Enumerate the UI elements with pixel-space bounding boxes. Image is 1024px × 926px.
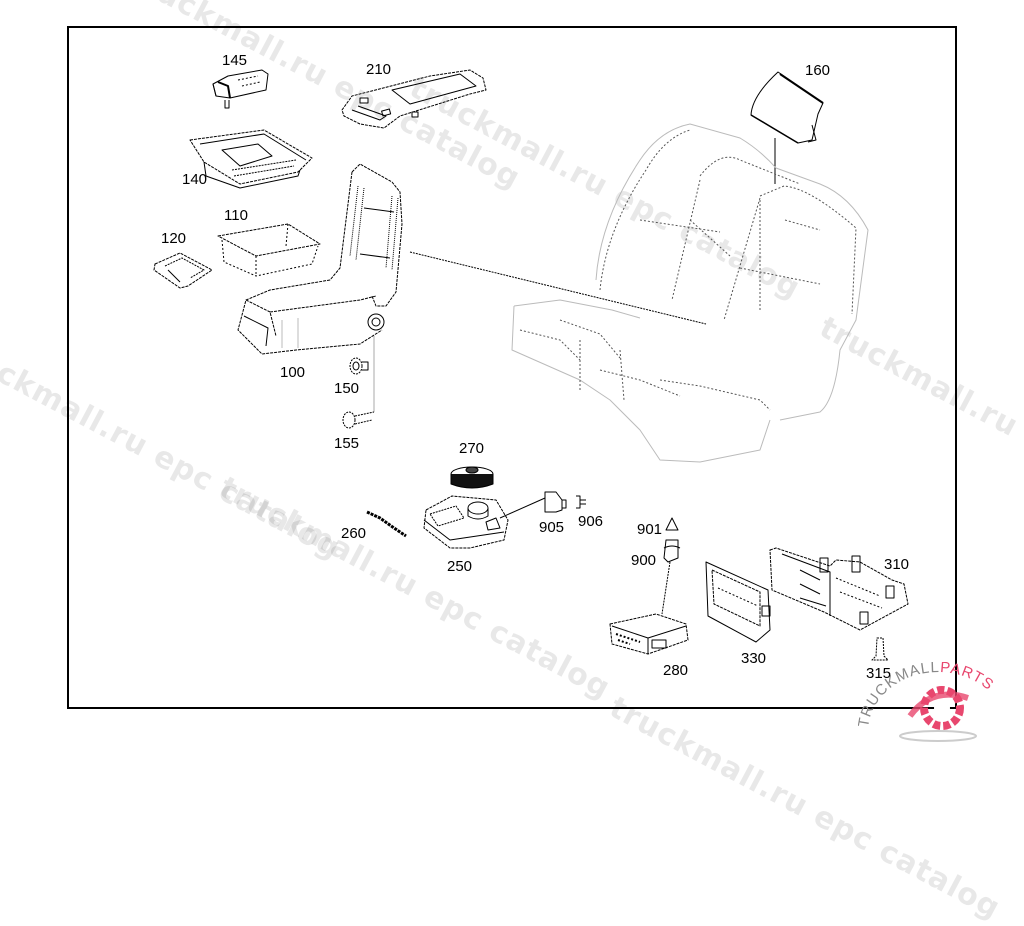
callout-250[interactable]: 250 <box>447 558 473 575</box>
part-310-bracket[interactable] <box>769 547 909 631</box>
part-260-trim-strip[interactable] <box>366 510 407 538</box>
part-160-headrest[interactable] <box>750 71 824 184</box>
part-280-module[interactable] <box>609 613 689 655</box>
part-900-connector[interactable] <box>661 539 681 615</box>
part-250-control-panel[interactable] <box>423 495 546 549</box>
part-150-bushing[interactable] <box>349 357 369 375</box>
part-110-compartment[interactable] <box>217 223 321 277</box>
callout-100[interactable]: 100 <box>280 364 306 381</box>
logo-text-accent: PARTS <box>940 662 998 694</box>
callout-260[interactable]: 260 <box>341 525 367 542</box>
callout-120[interactable]: 120 <box>161 230 187 247</box>
callout-310[interactable]: 310 <box>884 556 910 573</box>
callout-905[interactable]: 905 <box>539 519 565 536</box>
part-330-frame[interactable] <box>705 561 771 643</box>
callout-145[interactable]: 145 <box>222 52 248 69</box>
callout-160[interactable]: 160 <box>805 62 831 79</box>
callout-270[interactable]: 270 <box>459 440 485 457</box>
parts-drawing <box>153 69 909 661</box>
part-270-knob[interactable] <box>450 466 494 489</box>
callout-280[interactable]: 280 <box>663 662 689 679</box>
part-210-cover-plate[interactable] <box>341 69 487 129</box>
callout-110[interactable]: 110 <box>224 207 248 224</box>
part-145-control-unit[interactable] <box>212 69 269 109</box>
gear-icon <box>907 686 969 730</box>
part-155-bolt[interactable] <box>342 411 375 429</box>
callout-140[interactable]: 140 <box>182 171 208 188</box>
part-140-tray[interactable] <box>189 129 313 189</box>
callout-155[interactable]: 155 <box>334 435 360 452</box>
diagram-frame <box>67 26 957 709</box>
rear-bench-seat[interactable] <box>511 123 869 463</box>
part-120-handle[interactable] <box>153 252 213 289</box>
callout-900[interactable]: 900 <box>631 552 657 569</box>
truckmall-parts-logo: TRUCKMALLPARTS <box>858 662 998 742</box>
callout-315[interactable]: 315 <box>866 665 892 682</box>
part-901-contact[interactable] <box>665 517 679 531</box>
callout-906[interactable]: 906 <box>578 513 604 530</box>
part-315-screw[interactable] <box>871 637 889 661</box>
callout-901[interactable]: 901 <box>637 521 663 538</box>
part-905-connector-housing[interactable] <box>544 491 567 513</box>
part-906-connector-contact[interactable] <box>576 495 586 509</box>
callout-150[interactable]: 150 <box>334 380 360 397</box>
callout-330[interactable]: 330 <box>741 650 767 667</box>
callout-210[interactable]: 210 <box>366 61 392 78</box>
part-100-armrest[interactable] <box>237 163 403 412</box>
